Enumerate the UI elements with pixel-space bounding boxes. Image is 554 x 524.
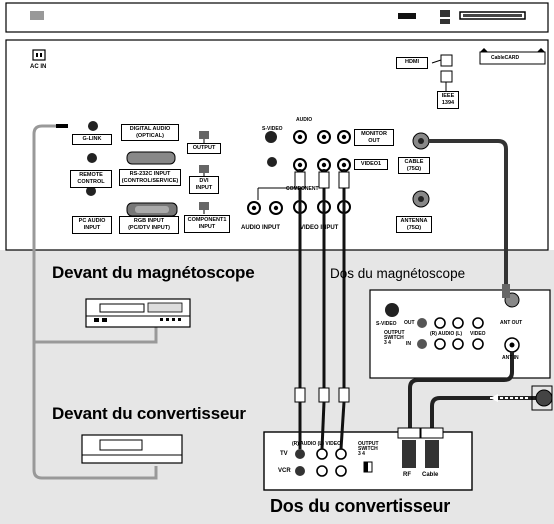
vcr-ant-in-cable — [408, 352, 514, 430]
box-cable-label: Cable — [422, 472, 439, 478]
ieee-port-1 — [440, 54, 453, 67]
vcr-out-audio-l — [452, 317, 464, 329]
wall-outlet — [535, 389, 553, 407]
vcr-in-video — [472, 338, 484, 350]
vcr-svideo-label: S-VIDEO — [376, 321, 397, 327]
vcr-video-label: VIDEO — [470, 331, 486, 337]
g-link-label: G-LINK — [72, 134, 112, 145]
vcr-out-video — [472, 317, 484, 329]
caption-vcr-front: Devant du magnétoscope — [52, 263, 255, 282]
g-link-port — [88, 121, 98, 131]
tv-back-panel — [5, 39, 549, 251]
video1-label: VIDEO1 — [354, 159, 388, 170]
hdmi-label: HDMI — [396, 57, 428, 69]
rs232-port — [126, 151, 176, 165]
top-strip-port-4 — [440, 19, 450, 24]
audio-top-label: AUDIO — [296, 117, 313, 123]
rs232-label: RS-232C INPUT(CONTROL/SERVICE) — [119, 169, 181, 186]
cablecard-arrow-right — [537, 48, 545, 52]
component-label: COMPONENT — [286, 186, 319, 192]
g-link-cable — [32, 124, 158, 480]
vcr-out-audio-r — [434, 317, 446, 329]
box-vcr-audio-r — [335, 465, 347, 477]
vcr-in-audio-r — [434, 338, 446, 350]
component1-port — [199, 202, 209, 210]
pc-audio-port — [86, 186, 96, 196]
g-link-cable-branch — [34, 326, 158, 344]
caption-vcr-back: Dos du magnétoscope — [330, 266, 466, 281]
antenna-label: ANTENNA(75Ω) — [396, 216, 432, 233]
box-vcr-label: VCR — [278, 468, 291, 474]
top-strip-port-2 — [398, 13, 416, 19]
svideo-label: S-VIDEO — [262, 126, 283, 132]
vcr-in-label: IN — [406, 341, 411, 347]
cablecard-label: CableCARD — [491, 55, 520, 61]
caption-box-front: Devant du convertisseur — [52, 404, 246, 423]
box-tv-audio-r — [335, 448, 347, 460]
remote-control-port — [87, 153, 97, 163]
ac-in-label: AC IN — [30, 64, 47, 70]
cablecard-arrow-left — [480, 48, 488, 52]
vcr-back-panel — [369, 289, 551, 379]
rgb-input-label: RGB INPUT(PC/DTV INPUT) — [119, 216, 179, 234]
top-strip-port-3 — [440, 10, 450, 17]
video-input-label: VIDEO INPUT — [300, 225, 339, 231]
vcr-audio-label: (R) AUDIO (L) — [430, 331, 463, 337]
audio-input-label: AUDIO INPUT — [241, 225, 280, 231]
box-rf-label: RF — [403, 472, 411, 478]
top-strip-port-1 — [30, 11, 44, 20]
vcr-out-label: OUT — [404, 320, 415, 326]
box-tv-video — [295, 449, 305, 459]
caption-box-back: Dos du convertisseur — [270, 496, 451, 516]
box-tv-label: TV — [280, 451, 288, 457]
vcr-in-port — [417, 339, 427, 349]
g-link-jack — [56, 124, 68, 128]
cable-label: CABLE(75Ω) — [398, 157, 430, 174]
ac-in-socket — [32, 49, 46, 61]
box-audio-video-label: (R) AUDIO (L) VIDEO — [292, 441, 341, 447]
digital-audio-label: DIGITAL AUDIO(OPTICAL) — [121, 124, 179, 141]
box-vcr-video — [295, 466, 305, 476]
vcr-in-audio-l — [452, 338, 464, 350]
cable-out-line — [428, 139, 508, 290]
vcr-svideo-port — [385, 303, 399, 317]
output-port — [199, 131, 209, 139]
box-rf-port — [402, 440, 416, 468]
vcr-ant-in-label: ANT IN — [502, 355, 519, 361]
dvi-port — [199, 165, 209, 173]
output-label: OUTPUT — [187, 143, 221, 154]
box-cable-port — [425, 440, 439, 468]
svideo2-port — [267, 157, 277, 167]
box-vcr-audio-l — [316, 465, 328, 477]
ieee-port-2 — [440, 70, 453, 83]
box-tv-audio-l — [316, 448, 328, 460]
vcr-ant-out-label: ANT OUT — [500, 320, 523, 326]
wall-cable-line — [430, 396, 540, 430]
vcr-out-port — [417, 318, 427, 328]
svideo-port — [265, 131, 277, 143]
tv-top-strip — [5, 2, 549, 33]
